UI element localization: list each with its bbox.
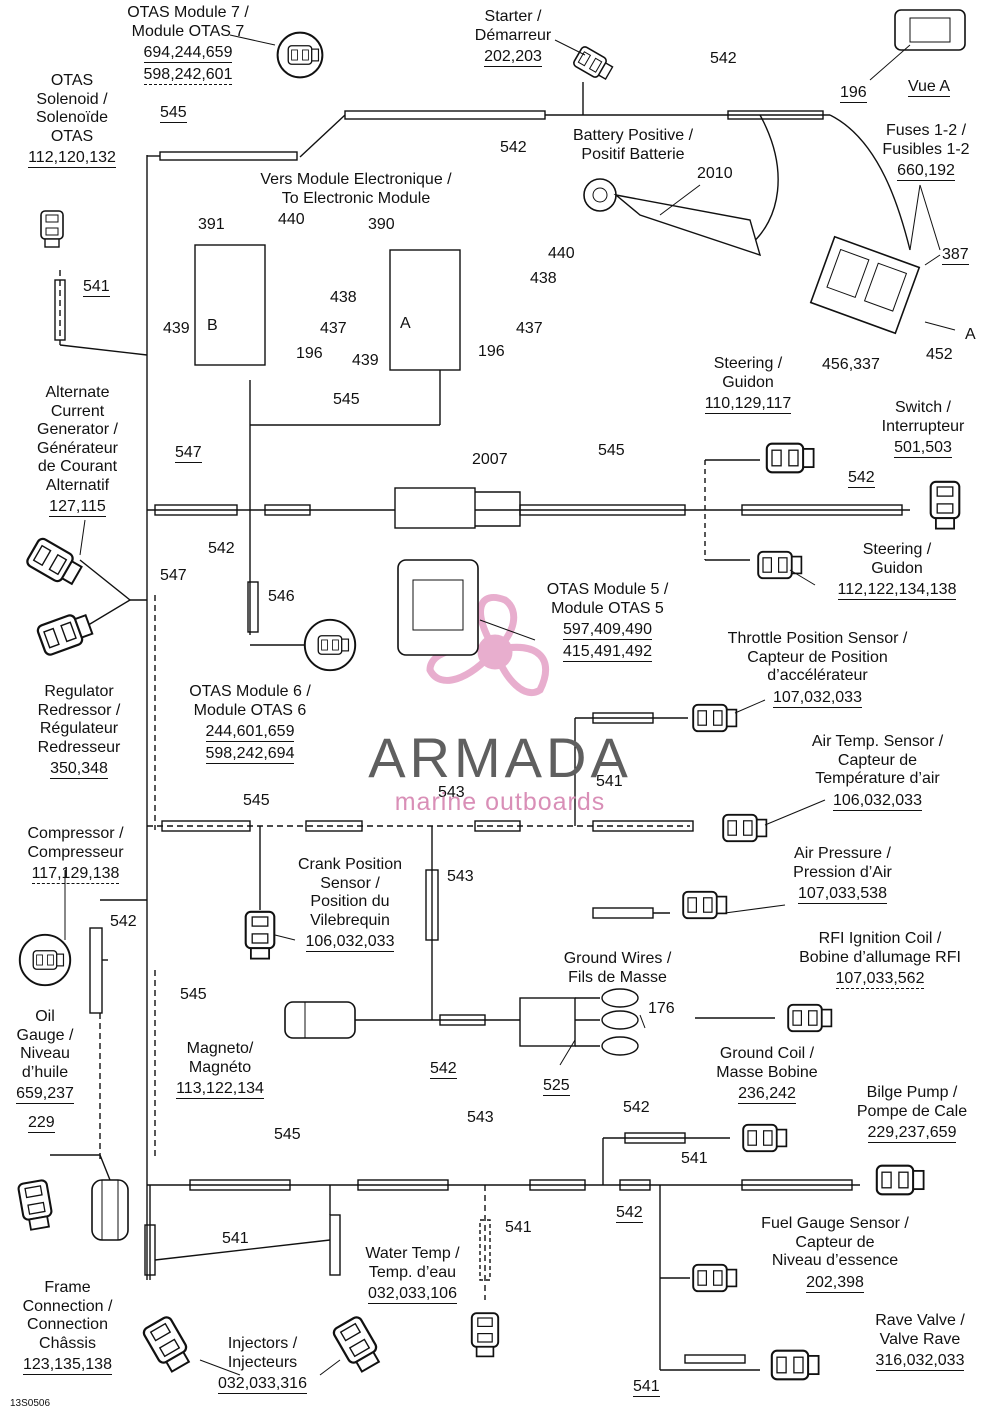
label-compressor: Compressor / Compresseur 117,129,138	[27, 825, 124, 884]
wire-ref-541: 541	[596, 773, 623, 790]
leader-lines	[64, 34, 956, 1376]
part-ref-196: 196	[840, 84, 867, 103]
connector-icons	[16, 9, 966, 1381]
part-ref-437: 437	[320, 320, 347, 337]
wire-ref-541: 541	[222, 1230, 249, 1247]
label-starter: Starter / Démarreur 202,203	[474, 8, 552, 67]
wire-ref-547: 547	[160, 567, 187, 584]
label-injectors: Injectors / Injecteurs 032,033,316	[218, 1335, 307, 1394]
label-water-temp: Water Temp / Temp. d’eau 032,033,106	[365, 1245, 460, 1304]
part-ref-390: 390	[368, 216, 395, 233]
part-ref-438: 438	[530, 270, 557, 287]
label-oil-gauge: Oil Gauge / Niveau d’huile 659,237	[16, 1008, 74, 1104]
label-air-temp-sensor: Air Temp. Sensor / Capteur de Températur…	[811, 733, 944, 811]
wire-ref-545: 545	[243, 792, 270, 809]
wire-ref-547: 547	[175, 444, 202, 463]
armada-watermark: ARMADA marine outboards	[340, 726, 660, 817]
part-ref-176: 176	[648, 1000, 675, 1017]
label-otas-module-6: OTAS Module 6 / Module OTAS 6 244,601,65…	[189, 683, 311, 764]
wire-ref-545: 545	[333, 391, 360, 408]
wire-ref-541: 541	[505, 1219, 532, 1236]
part-ref-456-337: 456,337	[822, 356, 880, 373]
part-ref-437: 437	[516, 320, 543, 337]
connector-letter-a: A	[400, 315, 411, 332]
label-regulator: Regulator Redressor / Régulateur Redress…	[37, 683, 121, 779]
label-otas-module-7: OTAS Module 7 / Module OTAS 7 694,244,65…	[127, 4, 249, 85]
wire-ref-542: 542	[208, 540, 235, 557]
label-throttle-position-sensor: Throttle Position Sensor / Capteur de Po…	[727, 630, 908, 708]
wire-ref-542: 542	[623, 1099, 650, 1116]
label-alternate-current-generator: Alternate Current Generator / Générateur…	[37, 384, 118, 517]
wire-ref-543: 543	[467, 1109, 494, 1126]
label-ground-wires: Ground Wires / Fils de Masse	[563, 950, 672, 986]
part-ref-440: 440	[548, 245, 575, 262]
part-ref-387: 387	[942, 246, 969, 265]
part-ref-196: 196	[296, 345, 323, 362]
label-electronic-module: Vers Module Electronique / To Electronic…	[260, 171, 452, 207]
wire-ref-542: 542	[430, 1060, 457, 1079]
wire-ref-542: 542	[848, 469, 875, 488]
label-rfi-ignition-coil: RFI Ignition Coil / Bobine d’allumage RF…	[799, 930, 961, 989]
view-ref-a: A	[965, 326, 976, 343]
label-ground-coil: Ground Coil / Masse Bobine 236,242	[716, 1045, 818, 1104]
part-ref-440: 440	[278, 211, 305, 228]
wire-ref-545: 545	[160, 104, 187, 123]
label-switch: Switch / Interrupteur 501,503	[881, 399, 965, 458]
wire-ref-546: 546	[268, 588, 295, 605]
label-otas-module-5: OTAS Module 5 / Module OTAS 5 597,409,49…	[546, 581, 669, 662]
watermark-brand: ARMADA	[368, 726, 632, 789]
part-ref-439: 439	[163, 320, 190, 337]
label-bilge-pump: Bilge Pump / Pompe de Cale 229,237,659	[856, 1084, 968, 1143]
wire-ref-525: 525	[543, 1077, 570, 1096]
wire-ref-542: 542	[710, 50, 737, 67]
label-steering-2: Steering / Guidon 112,122,134,138	[837, 541, 957, 600]
wire-ref-541: 541	[681, 1150, 708, 1167]
part-ref-438: 438	[330, 289, 357, 306]
label-vue-a: Vue A	[907, 78, 951, 97]
label-battery-positive: Battery Positive / Positif Batterie	[572, 127, 694, 163]
part-ref-229: 229	[28, 1114, 55, 1133]
part-ref-2010: 2010	[697, 165, 733, 182]
wire-ref-541: 541	[633, 1378, 660, 1397]
wire-ref-545: 545	[274, 1126, 301, 1143]
propeller-logo	[426, 594, 550, 696]
wire-ref-545: 545	[598, 442, 625, 459]
wire-ref-541: 541	[83, 278, 110, 297]
part-ref-439: 439	[352, 352, 379, 369]
diagram-code: 13S0506	[10, 1398, 51, 1409]
wire-ref-542: 542	[110, 913, 137, 930]
label-fuses: Fuses 1-2 / Fusibles 1-2 660,192	[882, 122, 970, 181]
label-fuel-gauge-sensor: Fuel Gauge Sensor / Capteur de Niveau d’…	[761, 1215, 909, 1293]
wire-ref-543: 543	[438, 784, 465, 801]
label-steering-1: Steering / Guidon 110,129,117	[704, 355, 792, 414]
label-otas-solenoid: OTAS Solenoid / Solenoïde OTAS 112,120,1…	[28, 72, 116, 168]
watermark-tagline: marine outboards	[394, 788, 606, 816]
part-ref-391: 391	[198, 216, 225, 233]
connector-letter-b: B	[207, 317, 218, 334]
label-air-pressure: Air Pressure / Pression d’Air 107,033,53…	[793, 845, 892, 904]
label-rave-valve: Rave Valve / Valve Rave 316,032,033	[875, 1312, 965, 1371]
wire-ref-542: 542	[616, 1204, 643, 1223]
wire-ref-545: 545	[180, 986, 207, 1003]
label-magneto: Magneto/ Magnéto 113,122,134	[176, 1040, 264, 1099]
label-crank-position-sensor: Crank Position Sensor / Position du Vile…	[297, 856, 403, 952]
wire-ref-543: 543	[447, 868, 474, 885]
label-frame-connection: Frame Connection / Connection Châssis 12…	[22, 1279, 113, 1375]
part-ref-452: 452	[926, 346, 953, 363]
part-ref-196: 196	[478, 343, 505, 360]
part-ref-2007: 2007	[472, 451, 508, 468]
wire-ref-542: 542	[500, 139, 527, 156]
